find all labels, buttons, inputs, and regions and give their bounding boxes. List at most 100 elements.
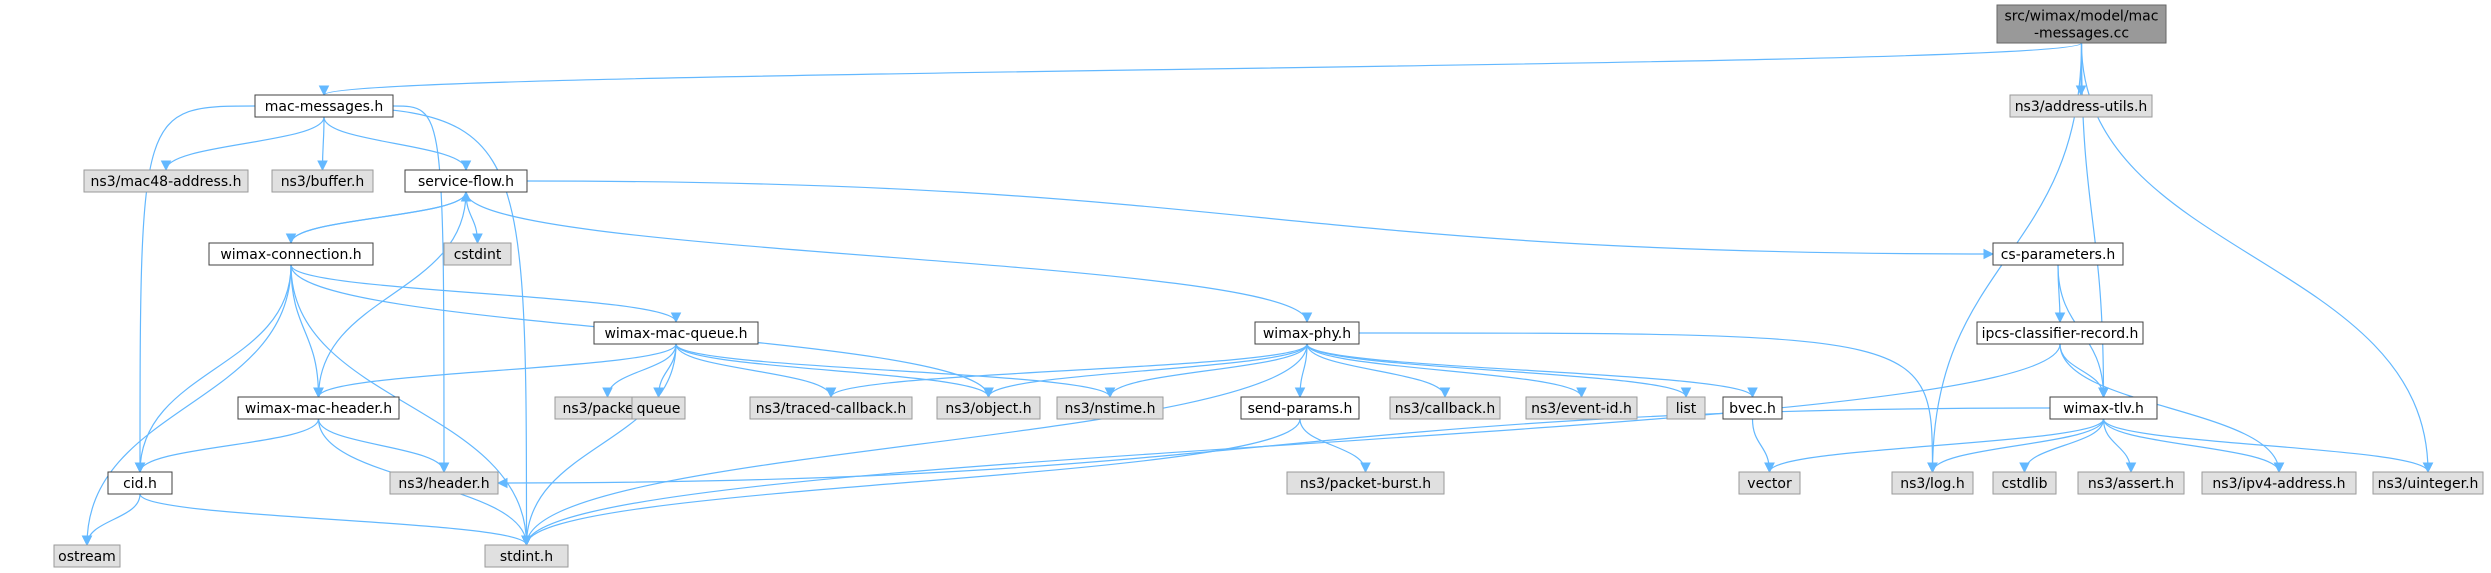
node-wimax-connection[interactable]: wimax-connection.h (208, 242, 374, 266)
node-box-event-id (1525, 396, 1638, 420)
edge-root-to-uinteger (2080, 42, 2434, 474)
edge-wimax-tlv-to-vector (1764, 418, 2105, 474)
node-label-mac-messages: mac-messages.h (265, 99, 384, 115)
node-object: ns3/object.h (936, 396, 1041, 420)
node-service-flow[interactable]: service-flow.h (404, 169, 528, 193)
node-cid[interactable]: cid.h (107, 471, 173, 495)
node-packet-burst: ns3/packet-burst.h (1286, 471, 1445, 495)
node-wimax-mac-queue[interactable]: wimax-mac-queue.h (593, 321, 759, 345)
dependency-edges (81, 42, 2434, 547)
node-box-list (1666, 396, 1706, 420)
node-box-nstime (1056, 396, 1164, 420)
node-box-header (389, 471, 499, 495)
edge-wimax-phy-to-callback (1306, 343, 1451, 399)
edge-wimax-connection-to-wimax-mac-header (290, 264, 324, 399)
node-label-stdint: stdint.h (500, 549, 553, 565)
node-label-buffer: ns3/buffer.h (281, 174, 365, 190)
edge-mac-messages-to-cid (134, 105, 256, 474)
node-list: list (1666, 396, 1706, 420)
node-box-wimax-mac-header (237, 396, 400, 420)
node-nstime: ns3/nstime.h (1056, 396, 1164, 420)
node-label-wimax-mac-queue: wimax-mac-queue.h (604, 326, 747, 342)
edge-wimax-phy-to-object (983, 343, 1308, 399)
node-cstdint: cstdint (443, 242, 512, 266)
node-box-root (1996, 4, 2167, 44)
node-label-callback: ns3/callback.h (1395, 401, 1495, 417)
node-box-queue (631, 396, 686, 420)
edge-wimax-connection-to-service-flow (290, 190, 472, 244)
node-box-packet-burst (1286, 471, 1445, 495)
node-label-ostream: ostream (58, 549, 116, 565)
edge-ipcs-to-ipv4-address (2059, 343, 2285, 474)
node-box-cstdint (443, 242, 512, 266)
node-box-bvec (1722, 396, 1783, 420)
node-header: ns3/header.h (389, 471, 499, 495)
node-send-params[interactable]: send-params.h (1240, 396, 1360, 420)
edge-wimax-mac-header-to-header (317, 418, 450, 474)
node-box-wimax-connection (208, 242, 374, 266)
edge-root-to-mac-messages (319, 42, 2083, 97)
edge-wimax-phy-to-list (1306, 343, 1692, 399)
node-vector: vector (1738, 471, 1801, 495)
node-ostream: ostream (53, 544, 121, 568)
node-bvec[interactable]: bvec.h (1722, 396, 1783, 420)
edge-ipcs-to-wimax-tlv (2059, 343, 2109, 399)
file-nodes: src/wimax/model/mac-messages.ccmac-messa… (53, 4, 2484, 568)
edge-cid-to-stdint (139, 493, 532, 547)
node-wimax-tlv[interactable]: wimax-tlv.h (2049, 396, 2158, 420)
node-ipcs[interactable]: ipcs-classifier-record.h (1976, 321, 2144, 345)
edge-mac-messages-to-header (392, 105, 450, 474)
node-event-id: ns3/event-id.h (1525, 396, 1638, 420)
node-label-object: ns3/object.h (945, 401, 1031, 417)
node-uinteger: ns3/uinteger.h (2372, 471, 2484, 495)
edge-wimax-phy-to-nstime (1104, 343, 1308, 399)
node-cs-parameters[interactable]: cs-parameters.h (1992, 242, 2124, 266)
node-box-wimax-phy (1254, 321, 1360, 345)
node-box-cs-parameters (1992, 242, 2124, 266)
edge-service-flow-to-cstdint (465, 191, 483, 245)
node-box-vector (1738, 471, 1801, 495)
node-label-service-flow: service-flow.h (418, 174, 514, 190)
node-label-root: -messages.cc (2034, 26, 2129, 42)
node-label-cstdlib: cstdlib (2001, 476, 2047, 492)
edge-wimax-mac-queue-to-object (675, 343, 994, 399)
node-box-service-flow (404, 169, 528, 193)
node-box-wimax-mac-queue (593, 321, 759, 345)
node-box-uinteger (2372, 471, 2484, 495)
node-label-bvec: bvec.h (1729, 401, 1776, 417)
node-wimax-mac-header[interactable]: wimax-mac-header.h (237, 396, 400, 420)
edge-wimax-mac-queue-to-traced-callback (675, 343, 837, 399)
edge-wimax-tlv-to-assert (2102, 418, 2137, 474)
node-box-mac48 (83, 169, 249, 193)
edge-ipcs-to-stdint (521, 343, 2061, 547)
edge-wimax-phy-to-log (1358, 332, 1938, 474)
node-assert: ns3/assert.h (2077, 471, 2185, 495)
edge-wimax-phy-to-send-params (1294, 343, 1308, 399)
edge-mac-messages-to-mac48 (160, 116, 325, 172)
edge-service-flow-to-cs-parameters (526, 180, 1995, 260)
node-label-vector: vector (1747, 476, 1792, 492)
node-box-object (936, 396, 1041, 420)
edge-service-flow-to-wimax-phy (465, 191, 1313, 324)
node-wimax-phy[interactable]: wimax-phy.h (1254, 321, 1360, 345)
node-label-nstime: ns3/nstime.h (1065, 401, 1156, 417)
node-box-ipcs (1976, 321, 2144, 345)
edge-wimax-mac-queue-to-nstime (675, 343, 1116, 399)
node-label-wimax-mac-header: wimax-mac-header.h (245, 401, 392, 417)
node-box-traced-callback (749, 396, 913, 420)
node-label-wimax-connection: wimax-connection.h (220, 247, 361, 263)
node-label-uinteger: ns3/uinteger.h (2378, 476, 2479, 492)
edge-wimax-connection-to-wimax-mac-queue (290, 264, 682, 324)
edge-wimax-mac-queue-to-stdint (521, 343, 677, 547)
node-mac-messages[interactable]: mac-messages.h (254, 94, 394, 118)
edge-wimax-phy-to-traced-callback (825, 343, 1308, 399)
node-box-callback (1389, 396, 1501, 420)
edge-wimax-phy-to-bvec (1306, 343, 1758, 399)
edge-service-flow-to-wimax-mac-header (313, 191, 467, 399)
node-address-utils: ns3/address-utils.h (2009, 94, 2153, 118)
edge-wimax-tlv-to-uinteger (2102, 418, 2434, 474)
edge-wimax-tlv-to-log (1927, 418, 2105, 474)
edge-wimax-tlv-to-ipv4-address (2102, 418, 2285, 474)
edge-wimax-tlv-to-cstdlib (2019, 418, 2105, 474)
node-label-header: ns3/header.h (398, 476, 489, 492)
